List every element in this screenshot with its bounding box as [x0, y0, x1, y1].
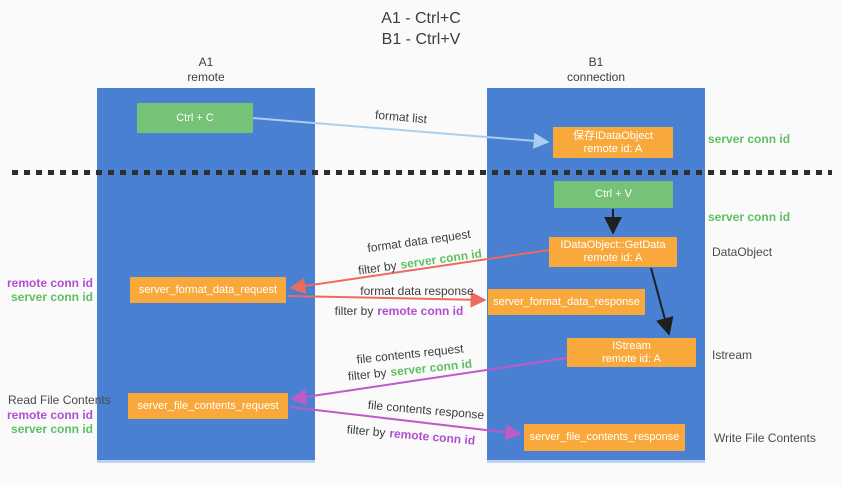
- lane-b1-name: B1: [588, 55, 604, 69]
- side-label-server-conn-id-mid: server conn id: [708, 210, 791, 224]
- node-server-format-data-request: server_format_data_request: [130, 277, 286, 303]
- side-label-remote-conn-id-1: remote conn id: [6, 276, 93, 290]
- side-label-dataobject: DataObject: [712, 245, 773, 259]
- node-ctrl-c-label: Ctrl + C: [176, 111, 214, 124]
- node-istream: IStream remote id: A: [567, 338, 696, 367]
- node-server-format-data-response: server_format_data_response: [488, 289, 645, 315]
- side-label-remote-conn-id-2: remote conn id: [6, 408, 93, 422]
- node-server-file-contents-request: server_file_contents_request: [128, 393, 288, 419]
- session-divider-dotted-line: [12, 170, 832, 175]
- remote-conn-id-text: remote conn id: [377, 304, 464, 318]
- node-save-idataobject: 保存IDataObject remote id: A: [553, 127, 673, 158]
- title-line-2: B1 - Ctrl+V: [381, 31, 461, 48]
- lane-a1-name: A1: [198, 55, 214, 69]
- node-server-format-data-request-label: server_format_data_request: [138, 283, 278, 296]
- side-label-istream: Istream: [712, 348, 753, 362]
- node-server-file-contents-request-label: server_file_contents_request: [137, 399, 279, 412]
- side-label-server-conn-id-2: server conn id: [10, 422, 93, 436]
- lane-b1-role: connection: [566, 70, 626, 84]
- node-ctrl-v: Ctrl + V: [554, 181, 673, 208]
- filter-by-text: filter by: [357, 258, 398, 278]
- diagram-title: A1 - Ctrl+C B1 - Ctrl+V: [0, 8, 842, 50]
- lane-header-b1: B1 connection: [487, 55, 705, 85]
- side-label-write-file-contents: Write File Contents: [714, 431, 816, 445]
- node-server-file-contents-response: server_file_contents_response: [524, 424, 685, 451]
- node-idataobject-getdata: IDataObject::GetData remote id: A: [549, 237, 677, 267]
- node-getdata-line2: remote id: A: [583, 252, 643, 264]
- node-ctrl-c: Ctrl + C: [137, 103, 253, 133]
- side-label-conn-id-pair-2: remote conn id server conn id: [0, 408, 93, 436]
- side-label-server-conn-id-1: server conn id: [10, 290, 93, 304]
- node-ctrl-v-label: Ctrl + V: [595, 188, 632, 200]
- node-save-idataobject-line2: remote id: A: [583, 142, 643, 155]
- title-line-1: A1 - Ctrl+C: [381, 10, 461, 27]
- side-label-conn-id-pair-1: remote conn id server conn id: [0, 276, 93, 304]
- edge-label-format-data-response: format data response: [360, 284, 474, 298]
- filter-by-text: filter by: [347, 365, 388, 384]
- filter-by-text: filter by: [346, 422, 387, 440]
- lane-header-a1: A1 remote: [97, 55, 315, 85]
- node-server-format-data-response-label: server_format_data_response: [493, 295, 640, 308]
- side-label-server-conn-id-top: server conn id: [708, 132, 791, 146]
- node-save-idataobject-line1: 保存IDataObject: [572, 129, 654, 142]
- node-istream-line1: IStream: [612, 339, 651, 352]
- node-server-file-contents-response-label: server_file_contents_response: [529, 431, 680, 443]
- server-conn-id-text: server conn id: [399, 246, 483, 272]
- edge-label-file-contents-response: file contents response: [367, 397, 485, 423]
- filter-by-text: filter by: [334, 304, 374, 318]
- edge-label-format-list: format list: [374, 107, 428, 127]
- node-istream-line2: remote id: A: [602, 352, 661, 365]
- node-getdata-line1: IDataObject::GetData: [560, 239, 666, 251]
- lane-a1-role: remote: [187, 70, 225, 84]
- remote-conn-id-text: remote conn id: [388, 426, 476, 448]
- side-label-read-file-contents: Read File Contents: [8, 393, 111, 407]
